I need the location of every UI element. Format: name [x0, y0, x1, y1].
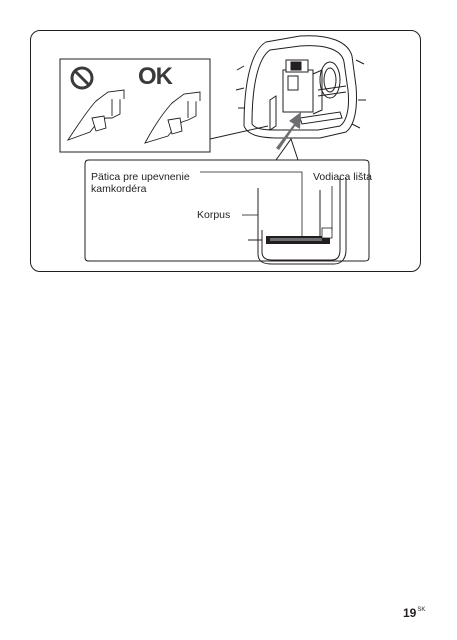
callout-shoe-line1: Pätica pre upevnenie [91, 171, 190, 183]
callout-body: Korpus [197, 209, 231, 221]
detail-callout [84, 159, 370, 265]
callout-shoe-line2: kamkordéra [91, 183, 147, 195]
ok-label: OK [138, 63, 173, 90]
callout-shoe: Pätica pre upevnenie kamkordéra [91, 171, 190, 195]
incorrect-grip-drawing [66, 89, 125, 141]
page-number: 19SK [403, 606, 425, 620]
correct-grip-drawing [144, 91, 201, 144]
page-number-value: 19 [403, 606, 417, 620]
prohibited-icon [70, 66, 94, 90]
callout-pointer [275, 137, 299, 161]
housing-drawing [235, 35, 366, 139]
insertion-arrow [276, 112, 301, 150]
ok-ng-inset [59, 58, 211, 153]
language-code: SK [417, 607, 426, 613]
callout-guide-rail: Vodiaca lišta [313, 171, 372, 183]
figure-frame [30, 30, 421, 272]
